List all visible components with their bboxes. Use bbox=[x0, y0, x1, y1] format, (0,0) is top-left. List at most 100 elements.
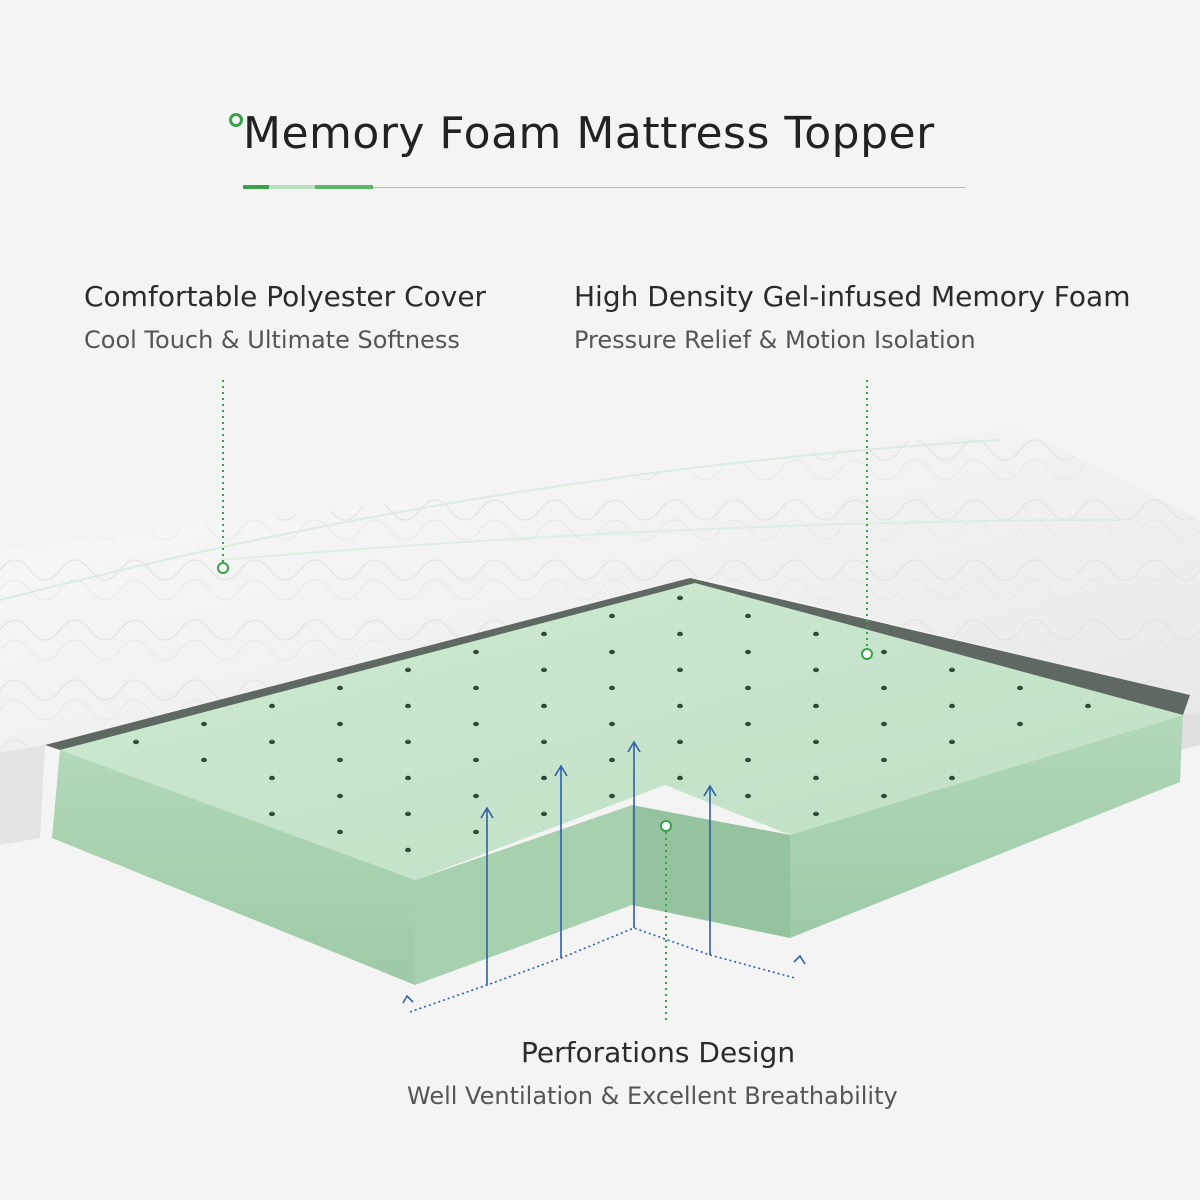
perforation-hole bbox=[745, 793, 751, 799]
perforation-hole bbox=[473, 793, 479, 799]
perforation-hole bbox=[609, 685, 615, 691]
cover-leader-dot bbox=[217, 562, 229, 574]
perforation-hole bbox=[949, 739, 955, 745]
foam-side-left bbox=[52, 750, 415, 985]
perforation-hole bbox=[269, 811, 275, 817]
perforation-hole bbox=[949, 775, 955, 781]
perforation-hole bbox=[405, 667, 411, 673]
foam-leader-dot bbox=[861, 648, 873, 660]
perforation-hole bbox=[541, 703, 547, 709]
perforation-hole bbox=[337, 757, 343, 763]
cover-front-edge bbox=[0, 745, 45, 845]
foam-side-front-left bbox=[415, 805, 632, 985]
perforation-hole bbox=[133, 739, 139, 745]
cover-subtitle: Cool Touch & Ultimate Softness bbox=[84, 326, 460, 354]
perforation-hole bbox=[337, 721, 343, 727]
perforations-subtitle: Well Ventilation & Excellent Breathabili… bbox=[407, 1082, 898, 1110]
airflow-arrow bbox=[793, 954, 806, 965]
perforation-hole bbox=[337, 685, 343, 691]
perforation-hole bbox=[609, 793, 615, 799]
perforation-hole bbox=[201, 757, 207, 763]
foam-top-surface bbox=[60, 583, 1183, 880]
perforation-hole bbox=[881, 793, 887, 799]
perforation-hole bbox=[473, 685, 479, 691]
airflow-arrow bbox=[480, 806, 494, 819]
title-divider-accent bbox=[243, 185, 269, 189]
perforation-hole bbox=[949, 703, 955, 709]
perforation-hole bbox=[541, 667, 547, 673]
perforation-hole bbox=[337, 793, 343, 799]
foam-heading: High Density Gel-infused Memory Foam bbox=[574, 280, 1131, 313]
perforation-hole bbox=[745, 649, 751, 655]
title-divider-accent bbox=[269, 185, 315, 189]
page-title: Memory Foam Mattress Topper bbox=[243, 108, 935, 159]
perforation-hole bbox=[337, 829, 343, 835]
perforation-hole bbox=[405, 739, 411, 745]
perforation-hole bbox=[405, 703, 411, 709]
perforation-hole bbox=[745, 721, 751, 727]
title-divider-accent bbox=[315, 185, 373, 189]
perforation-hole bbox=[677, 775, 683, 781]
perforation-hole bbox=[473, 721, 479, 727]
cover-quilt-texture bbox=[0, 428, 1200, 752]
cover-right-edge bbox=[1180, 712, 1200, 750]
perforation-hole bbox=[813, 703, 819, 709]
perforation-hole bbox=[813, 811, 819, 817]
perforation-hole bbox=[609, 757, 615, 763]
perforation-hole bbox=[677, 703, 683, 709]
perforation-hole bbox=[677, 739, 683, 745]
perforation-hole bbox=[473, 649, 479, 655]
perforation-hole bbox=[745, 613, 751, 619]
foam-subtitle: Pressure Relief & Motion Isolation bbox=[574, 326, 976, 354]
perforation-hole bbox=[541, 811, 547, 817]
perforation-hole bbox=[745, 757, 751, 763]
perforation-hole bbox=[677, 631, 683, 637]
perforation-hole bbox=[609, 649, 615, 655]
airflow-arrow bbox=[703, 784, 717, 797]
perforation-hole bbox=[1017, 685, 1023, 691]
perforation-hole bbox=[609, 613, 615, 619]
perforation-hole bbox=[405, 811, 411, 817]
perforation-hole bbox=[881, 649, 887, 655]
airflow-arrows bbox=[402, 740, 806, 1013]
perforation-hole bbox=[1085, 703, 1091, 709]
perforation-holes bbox=[133, 595, 1091, 853]
perforation-hole bbox=[745, 685, 751, 691]
perforation-hole bbox=[201, 721, 207, 727]
perforation-hole bbox=[609, 721, 615, 727]
airflow-arrow bbox=[554, 764, 568, 777]
perforation-hole bbox=[541, 775, 547, 781]
perforation-hole bbox=[813, 667, 819, 673]
title-ring-icon bbox=[229, 113, 243, 127]
perforation-hole bbox=[541, 739, 547, 745]
cover-seam bbox=[0, 439, 1001, 601]
perforation-hole bbox=[269, 739, 275, 745]
perforation-hole bbox=[269, 775, 275, 781]
perforation-hole bbox=[881, 757, 887, 763]
perforation-hole bbox=[813, 631, 819, 637]
cover-seam bbox=[219, 519, 1121, 561]
perforation-hole bbox=[881, 721, 887, 727]
perforation-hole bbox=[473, 829, 479, 835]
perforation-hole bbox=[473, 757, 479, 763]
perforation-hole bbox=[405, 775, 411, 781]
foam-side-front-right bbox=[790, 715, 1183, 938]
perforation-hole bbox=[1017, 721, 1023, 727]
perforation-hole bbox=[541, 631, 547, 637]
perforation-hole bbox=[813, 775, 819, 781]
airflow-arrow bbox=[402, 994, 414, 1004]
perforation-hole bbox=[949, 667, 955, 673]
perforation-hole bbox=[677, 667, 683, 673]
perforations-heading: Perforations Design bbox=[521, 1036, 796, 1069]
perforation-hole bbox=[881, 685, 887, 691]
title-divider bbox=[243, 187, 966, 188]
perforation-hole bbox=[269, 703, 275, 709]
perforation-hole bbox=[677, 595, 683, 601]
cover-heading: Comfortable Polyester Cover bbox=[84, 280, 487, 313]
perforation-hole bbox=[813, 739, 819, 745]
foam-side-inner-right bbox=[632, 805, 790, 938]
airflow-arrow bbox=[627, 740, 641, 753]
perforation-leader-dot bbox=[660, 820, 672, 832]
perforation-hole bbox=[405, 847, 411, 853]
